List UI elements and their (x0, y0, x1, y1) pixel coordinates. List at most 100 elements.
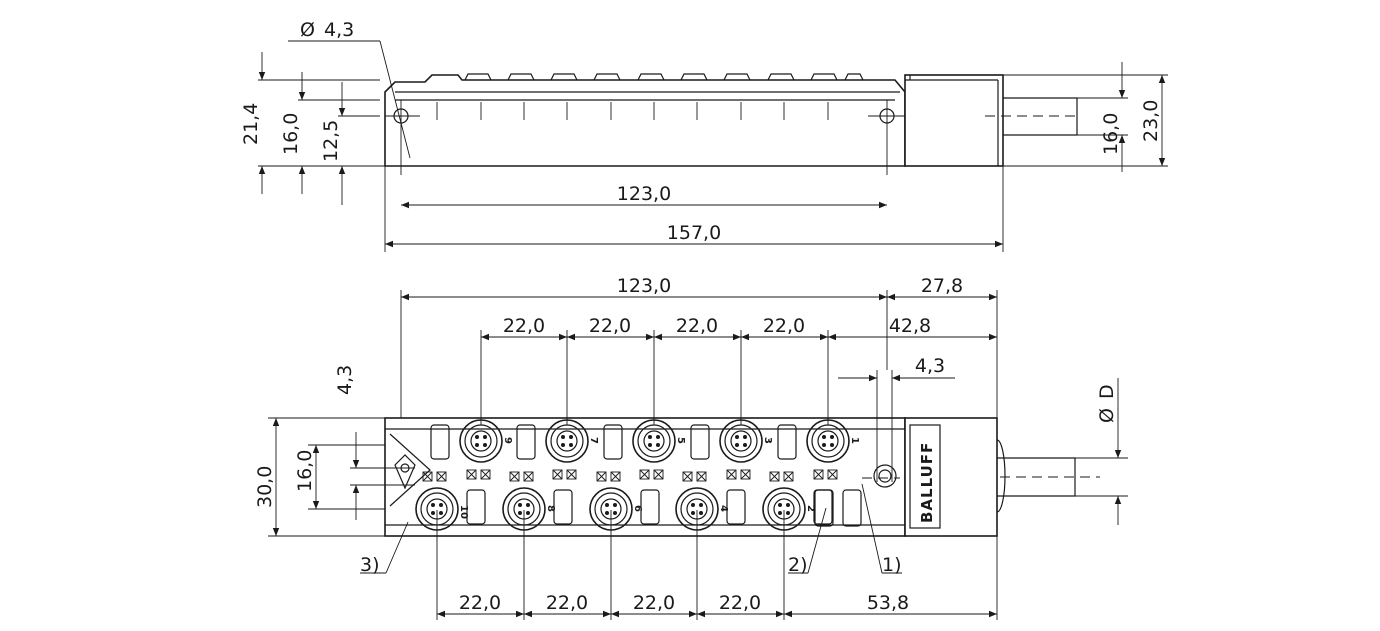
port-pin (786, 511, 790, 515)
led-indicator (696, 471, 707, 482)
status-window (603, 424, 623, 460)
side-view-port-bumps (464, 73, 864, 81)
callout-3: 3) (360, 554, 380, 576)
port-socket (817, 430, 839, 452)
port-socket (730, 430, 752, 452)
led-indicator (639, 469, 650, 480)
port-number: 4 (718, 505, 729, 512)
port-pin (822, 435, 826, 439)
dim-length-123-bottom: 123,0 (617, 275, 671, 297)
port-pin (483, 435, 487, 439)
port-pin (475, 443, 479, 447)
m8-port: 2 (762, 471, 833, 531)
dim-length-157: 157,0 (667, 222, 721, 244)
port-pin (569, 435, 573, 439)
dim-length-123-top: 123,0 (617, 183, 671, 205)
pitch-bottom-1: 22,0 (459, 592, 501, 614)
dim-height-30-0: 30,0 (254, 466, 276, 508)
dim-53-8: 53,8 (867, 592, 909, 614)
port-number: 5 (675, 437, 686, 444)
port-pin (518, 503, 522, 507)
right-led-window-1 (842, 489, 862, 527)
port-pin (605, 511, 609, 515)
dim-height-16-0: 16,0 (280, 113, 302, 155)
dim-height-4-3: 4,3 (334, 365, 356, 395)
port-number: 3 (762, 437, 773, 444)
pitch-bottom-2: 22,0 (546, 592, 588, 614)
side-view-cable-housing (904, 74, 1004, 167)
pitch-top-2: 22,0 (589, 315, 631, 337)
port-pin (735, 443, 739, 447)
led-indicator (523, 471, 534, 482)
callout-1: 1) (882, 554, 902, 576)
m8-port: 5 (603, 419, 686, 480)
port-pin (735, 435, 739, 439)
port-socket (643, 430, 665, 452)
port-pin (475, 435, 479, 439)
left-mount-slot (394, 454, 416, 490)
led-indicator (596, 471, 607, 482)
status-window (516, 424, 536, 460)
led-indicator (813, 469, 824, 480)
port-socket (556, 430, 578, 452)
led-indicator (566, 469, 577, 480)
m8-port: 7 (516, 419, 599, 480)
diameter-symbol-d: Ø (1096, 408, 1118, 423)
port-pin (483, 443, 487, 447)
port-pin (431, 503, 435, 507)
status-window (430, 424, 450, 460)
led-indicator (436, 471, 447, 482)
port-number: 8 (545, 505, 556, 512)
port-socket (470, 430, 492, 452)
port-pin (778, 511, 782, 515)
side-view-body (384, 74, 906, 167)
port-pin (431, 511, 435, 515)
front-view-cable-housing (904, 417, 998, 537)
status-window (640, 489, 660, 525)
port-pin (822, 443, 826, 447)
led-indicator (740, 469, 751, 480)
port-pin (656, 435, 660, 439)
port-number: 10 (458, 505, 469, 519)
port-pin (561, 435, 565, 439)
port-pin (569, 443, 573, 447)
side-view: Ø 4,3 21,4 16,0 12,5 16,0 23,0 (240, 19, 1168, 252)
port-pin (830, 435, 834, 439)
led-indicator (466, 469, 477, 480)
port-pin (613, 511, 617, 515)
led-indicator (509, 471, 520, 482)
port-pin (743, 435, 747, 439)
port-pin (699, 511, 703, 515)
dim-height-21-4: 21,4 (240, 103, 262, 145)
balluff-logo-plate (909, 424, 941, 529)
right-led-window-2 (814, 489, 834, 527)
dim-4-3-right: 4,3 (915, 355, 945, 377)
status-window (690, 424, 710, 460)
pitch-top-4: 22,0 (763, 315, 805, 337)
port-pin (439, 503, 443, 507)
m8-port: 3 (690, 419, 773, 480)
callout-2: 2) (788, 554, 808, 576)
led-indicator (422, 471, 433, 482)
port-pin (743, 443, 747, 447)
led-indicator (552, 469, 563, 480)
port-pin (561, 443, 565, 447)
dim-height-16-0-front: 16,0 (294, 450, 316, 492)
led-indicator (610, 471, 621, 482)
port-pin (656, 443, 660, 447)
led-indicator (653, 469, 664, 480)
port-pin (648, 435, 652, 439)
pitch-top-1: 22,0 (503, 315, 545, 337)
port-pin (518, 511, 522, 515)
port-pin (830, 443, 834, 447)
port-pin (613, 503, 617, 507)
port-pin (699, 503, 703, 507)
pitch-top-3: 22,0 (676, 315, 718, 337)
status-window (726, 489, 746, 525)
port-number: 9 (502, 437, 513, 444)
side-view-cable (1003, 97, 1078, 136)
port-pin (605, 503, 609, 507)
port-pin (778, 503, 782, 507)
